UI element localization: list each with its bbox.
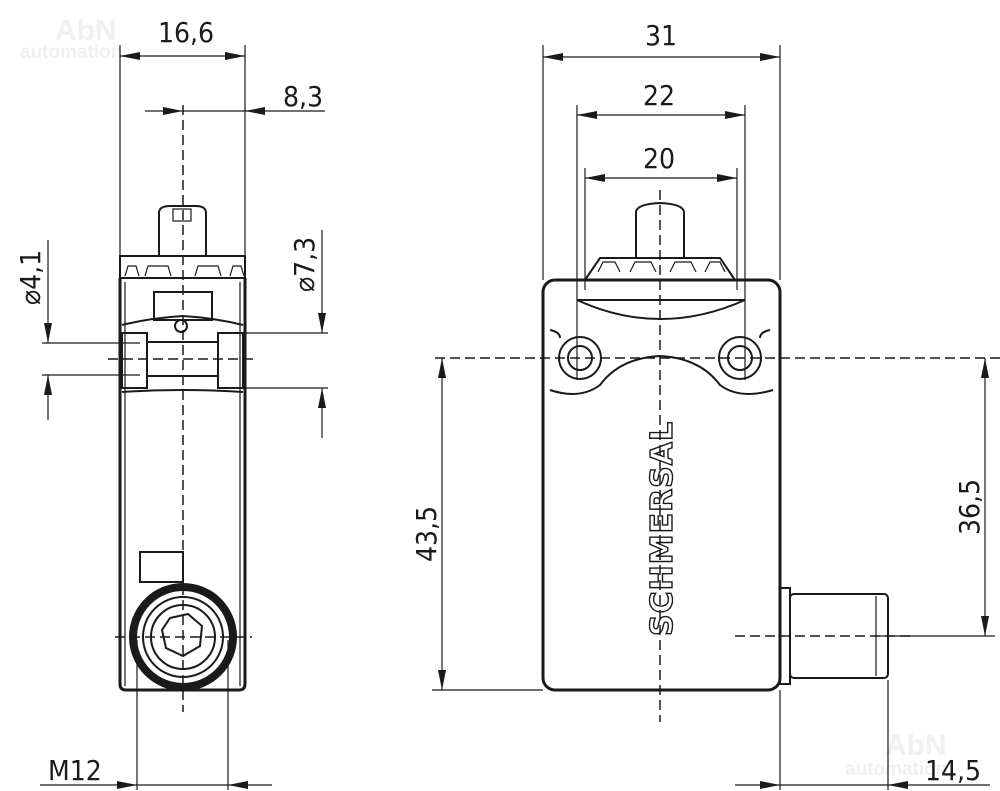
dim-front-width: 31 xyxy=(645,19,677,52)
side-connector xyxy=(115,583,252,691)
side-cap xyxy=(119,255,246,279)
side-plunger xyxy=(158,205,207,255)
dim-actuator-width: 20 xyxy=(643,142,675,175)
mounting-hole-right xyxy=(718,336,762,380)
dim-hole-diameter: ⌀4,1 xyxy=(14,250,47,305)
svg-text:AbN: AbN xyxy=(55,14,117,47)
side-view: 16,6 8,3 ⌀4,1 ⌀7,3 M12 xyxy=(14,16,328,790)
front-plunger xyxy=(635,201,685,258)
mounting-hole-left xyxy=(558,336,602,380)
svg-text:automation: automation xyxy=(845,759,947,780)
dim-connector-thread: M12 xyxy=(48,754,102,787)
dim-counterbore-diameter: ⌀7,3 xyxy=(288,237,321,292)
dim-side-width: 16,6 xyxy=(158,16,214,49)
dim-front-height: 43,5 xyxy=(410,506,443,562)
dim-connector-length: 14,5 xyxy=(925,754,981,787)
watermark-bottom-right: AbN automation xyxy=(845,729,947,780)
svg-text:AbN: AbN xyxy=(885,729,947,762)
front-cap xyxy=(584,257,736,281)
dim-hole-to-connector: 36,5 xyxy=(953,479,986,535)
dim-hole-spacing: 22 xyxy=(643,79,675,112)
brand-label: SCHMERSAL xyxy=(645,421,680,636)
dim-side-half-width: 8,3 xyxy=(283,80,323,113)
svg-text:automation: automation xyxy=(20,42,122,63)
watermark-top-left: AbN automation xyxy=(20,14,122,63)
front-view: SCHMERSAL 31 22 20 43,5 36,5 xyxy=(410,19,1000,790)
front-body xyxy=(541,278,782,692)
